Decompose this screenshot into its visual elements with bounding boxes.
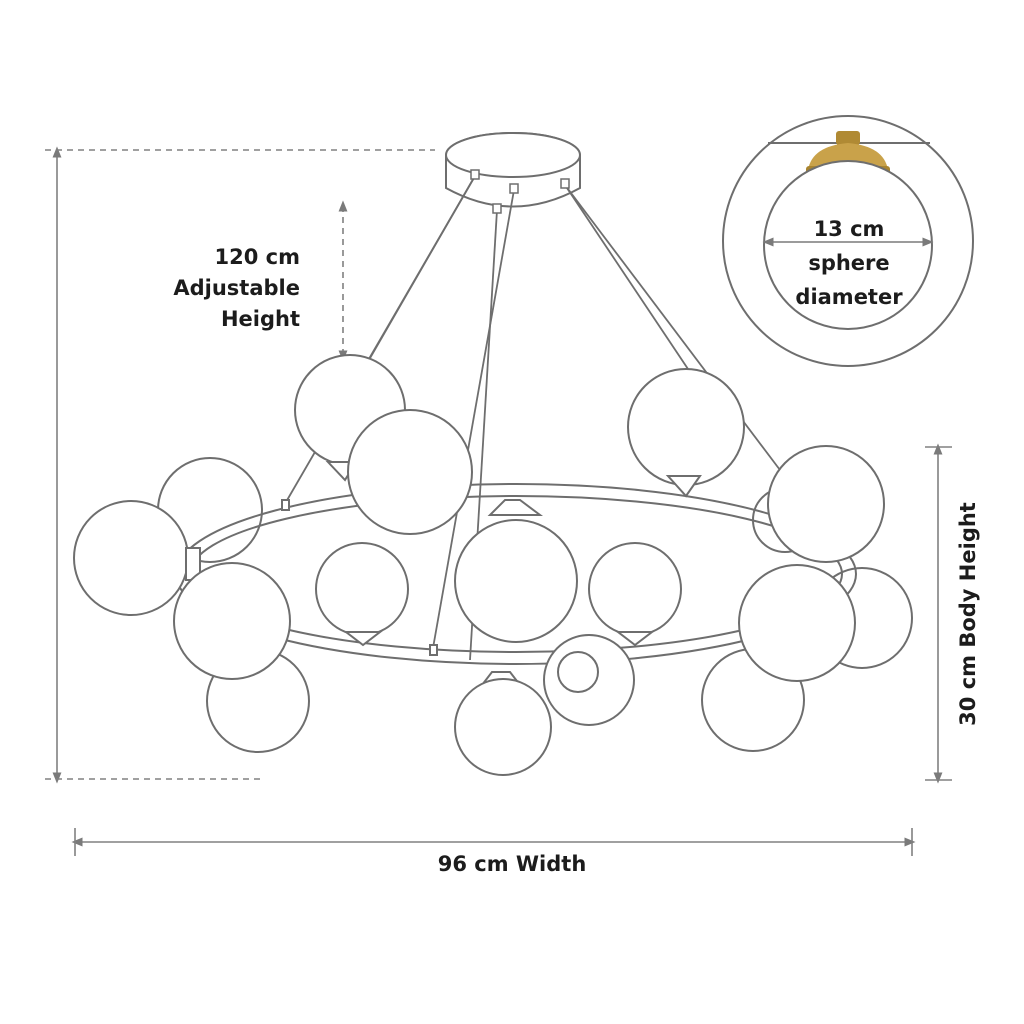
sphere-diameter-text-1: sphere: [808, 251, 890, 275]
adjustable-height-text-2: Height: [220, 307, 300, 331]
globe-icon: [173, 562, 291, 680]
adjustable-height-label: 120 cm Adjustable Height: [120, 242, 300, 335]
globe-icon: [454, 519, 578, 643]
sphere-diameter-text-2: diameter: [795, 285, 903, 309]
sphere-diameter-value: 13 cm: [813, 217, 885, 241]
globe-icon-front-set: [73, 409, 885, 776]
sphere-detail-inset: [722, 115, 974, 367]
globe-icon: [315, 542, 409, 636]
cable-clips: [470, 169, 570, 214]
chandelier-illustration: [73, 132, 913, 776]
globe-icon: [738, 564, 856, 682]
globe-icon: [543, 634, 635, 726]
globe-icon: [588, 542, 682, 636]
ceiling-canopy-icon: [445, 132, 581, 208]
globe-icon: [627, 368, 745, 486]
adjustable-height-value: 120 cm: [214, 245, 300, 269]
ring-nubs: [281, 499, 438, 656]
globe-icon: [767, 445, 885, 563]
globe-icon-inner-set: [315, 499, 682, 726]
globe-icon: [454, 678, 552, 776]
body-height-label: 30 cm Body Height: [956, 502, 980, 726]
adjustable-height-text-1: Adjustable: [173, 276, 300, 300]
globe-icon: [347, 409, 473, 535]
width-label: 96 cm Width: [437, 852, 587, 876]
sphere-diameter-label: 13 cm sphere diameter: [770, 212, 928, 314]
dimension-lines: [45, 146, 952, 856]
globe-icon: [73, 500, 189, 616]
